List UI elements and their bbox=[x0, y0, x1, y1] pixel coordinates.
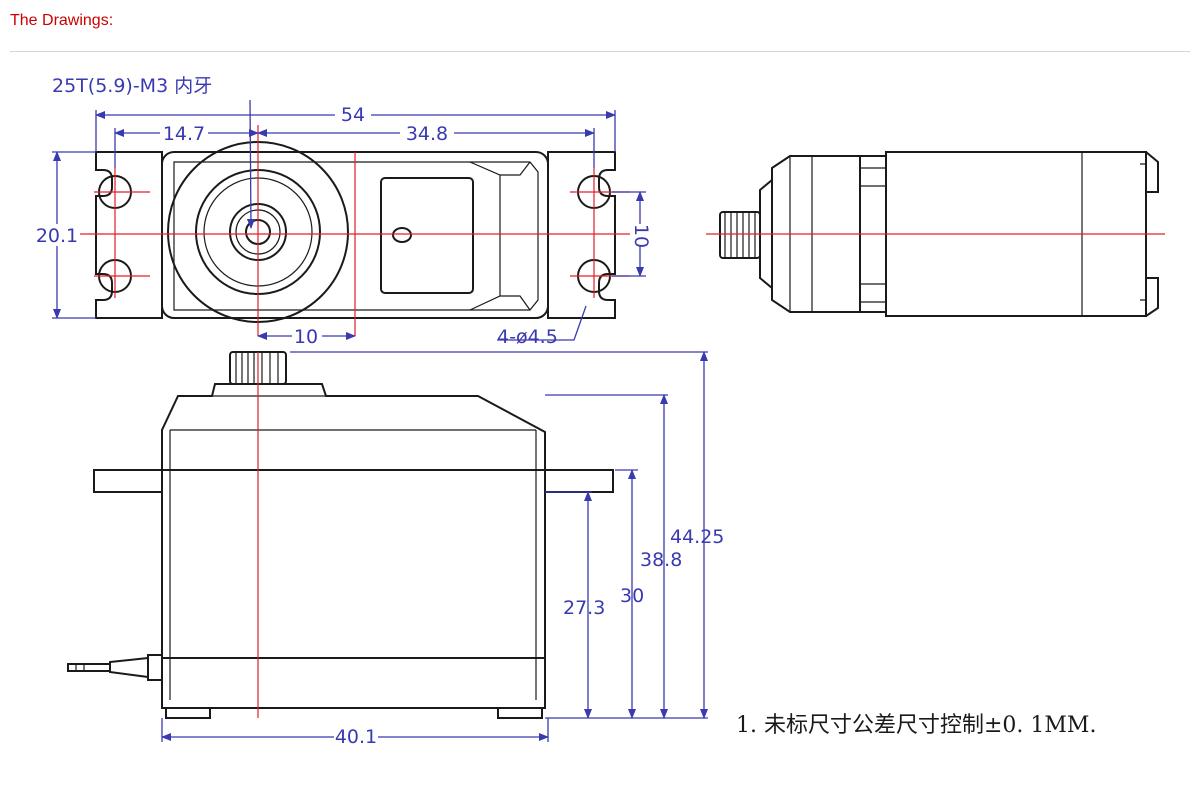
dim-38-8-label: 38.8 bbox=[640, 549, 682, 571]
front-flange-left bbox=[93, 469, 163, 493]
side-spline bbox=[719, 211, 761, 259]
top-view-screw bbox=[392, 227, 412, 243]
top-view-flange-right bbox=[547, 151, 616, 319]
spline-callout-leader bbox=[246, 99, 255, 229]
front-flange-right bbox=[544, 469, 614, 493]
dim-44-25-label: 44.25 bbox=[670, 526, 724, 548]
dim-holes-label: 4-ø4.5 bbox=[497, 326, 558, 348]
spline-callout-label: 25T(5.9)-M3 内牙 bbox=[52, 75, 212, 97]
dim-34-8-label: 34.8 bbox=[406, 123, 448, 145]
dim-20-1-label: 20.1 bbox=[36, 225, 78, 247]
front-cable bbox=[67, 654, 162, 681]
top-view: 54 14.7 34.8 20.1 10 10 4-ø4.5 25T(5.9)-… bbox=[34, 75, 654, 348]
section-title: The Drawings: bbox=[10, 12, 114, 29]
dim-14-7-label: 14.7 bbox=[163, 123, 205, 145]
dim-30-label: 30 bbox=[620, 585, 644, 607]
dim-27-3-label: 27.3 bbox=[563, 597, 605, 619]
dim-10-offset-label: 10 bbox=[294, 326, 318, 348]
front-foot-right bbox=[497, 707, 543, 719]
front-view: 44.25 38.8 30 27.3 40.1 bbox=[67, 351, 724, 748]
top-view-chamfer bbox=[173, 161, 539, 311]
dim-40-1-label: 40.1 bbox=[335, 726, 377, 748]
section-divider bbox=[10, 51, 1190, 52]
dim-holes-leader bbox=[497, 305, 587, 341]
top-view-window bbox=[380, 177, 474, 294]
tolerance-note: 1. 未标尺寸公差尺寸控制±0. 1MM. bbox=[736, 713, 1096, 738]
dim-54-label: 54 bbox=[341, 104, 365, 126]
dim-10-holes-label: 10 bbox=[630, 224, 652, 248]
side-view bbox=[706, 151, 1165, 317]
front-foot-left bbox=[165, 707, 211, 719]
top-view-ridge bbox=[469, 161, 531, 311]
front-body bbox=[161, 469, 546, 709]
top-view-flange bbox=[95, 151, 163, 319]
front-top-cap bbox=[161, 383, 546, 471]
